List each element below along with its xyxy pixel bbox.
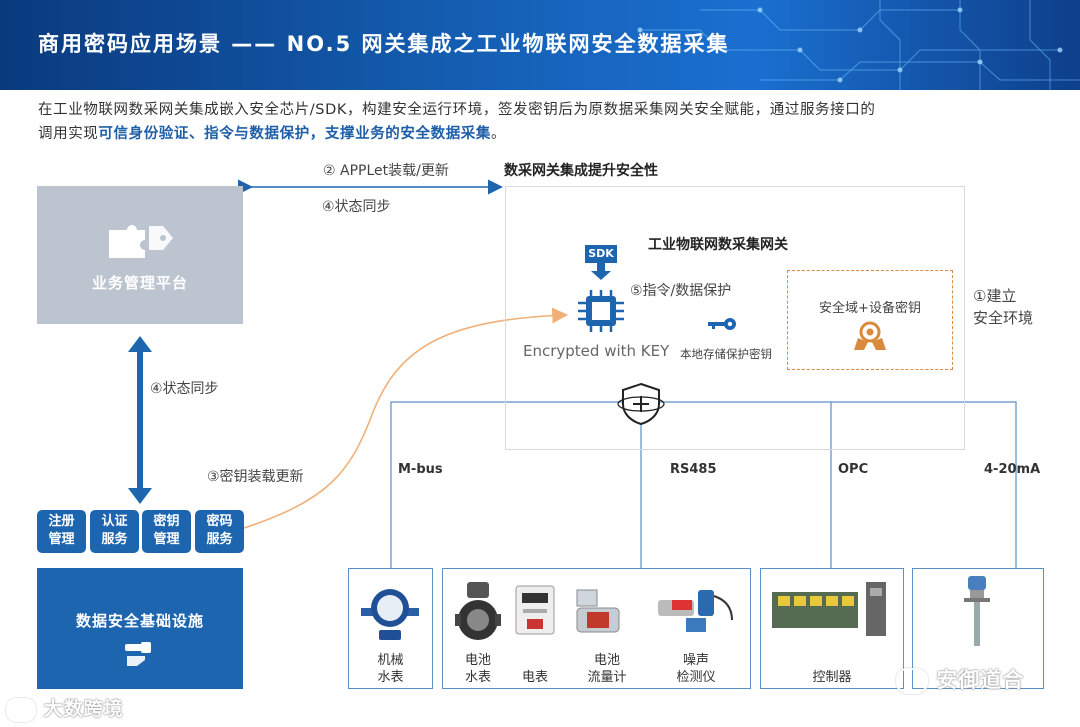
sdk-down-icon <box>590 263 612 281</box>
service-tile: 密钥管理 <box>142 510 191 553</box>
key-hand-icon <box>123 640 157 668</box>
watermark-left-text: 大数跨境 <box>44 698 124 720</box>
noise-detector-icon <box>656 586 736 636</box>
key-load-label: ③密钥装载更新 <box>207 466 304 486</box>
watermark-logo-icon <box>6 698 36 722</box>
watermark-right: 安御道合 <box>896 664 1024 694</box>
electric-meter-icon <box>515 585 555 635</box>
bus-label-mbus: M-bus <box>398 462 443 477</box>
puzzle-icon <box>105 222 177 262</box>
device-label-noise-detector: 噪声检测仪 <box>661 652 731 686</box>
water-meter-icon <box>357 578 423 642</box>
watermark-right-text: 安御道合 <box>936 668 1024 692</box>
security-infrastructure: 数据安全基础设施 <box>37 568 243 689</box>
service-tile: 注册管理 <box>37 510 86 553</box>
build-env-line-2: 安全环境 <box>973 307 1033 329</box>
applet-label: ② APPLet装载/更新 <box>323 160 449 180</box>
platform-label: 业务管理平台 <box>37 272 243 293</box>
wechat-icon <box>896 668 928 694</box>
business-platform: 业务管理平台 <box>37 186 243 324</box>
build-env-label: ①建立 安全环境 <box>973 285 1033 329</box>
bus-label-4-20ma: 4-20mA <box>984 462 1040 477</box>
status-sync-left-label: ④状态同步 <box>150 378 219 398</box>
bus-label-rs485: RS485 <box>670 462 717 477</box>
infra-label: 数据安全基础设施 <box>37 610 243 631</box>
bus-label-opc: OPC <box>838 462 868 477</box>
transmitter-icon <box>958 574 994 650</box>
watermark-left: 大数跨境 <box>6 694 124 722</box>
cmd-protect-label: ⑤指令/数据保护 <box>630 280 731 300</box>
status-sync-top-label: ④状态同步 <box>322 196 391 216</box>
device-label-flow-meter: 电池流量计 <box>572 652 642 686</box>
key-icon <box>706 317 738 331</box>
gateway-headline: 数采网关集成提升安全性 <box>504 160 658 180</box>
controller-icon <box>770 580 890 638</box>
service-tile: 密码服务 <box>195 510 244 553</box>
device-key-icon <box>852 320 888 352</box>
gateway-title: 工业物联网数采集网关 <box>648 234 788 254</box>
local-store-label: 本地存储保护密钥 <box>680 346 772 362</box>
service-tile: 认证服务 <box>90 510 139 553</box>
device-label-controller: 控制器 <box>790 669 874 686</box>
battery-water-meter-icon <box>453 580 503 644</box>
chip-icon <box>576 290 626 332</box>
sdk-badge: SDK <box>585 245 617 263</box>
flow-meter-icon <box>573 586 623 636</box>
device-label-water-meter: 机械水表 <box>348 652 433 686</box>
secure-domain-label: 安全域+设备密钥 <box>787 297 953 316</box>
device-label-electric-meter: 电表 <box>510 669 560 686</box>
encrypted-label: Encrypted with KEY <box>523 342 669 360</box>
shield-icon <box>617 382 665 426</box>
device-label-battery-water-meter: 电池水表 <box>448 652 508 686</box>
build-env-line-1: ①建立 <box>973 285 1033 307</box>
